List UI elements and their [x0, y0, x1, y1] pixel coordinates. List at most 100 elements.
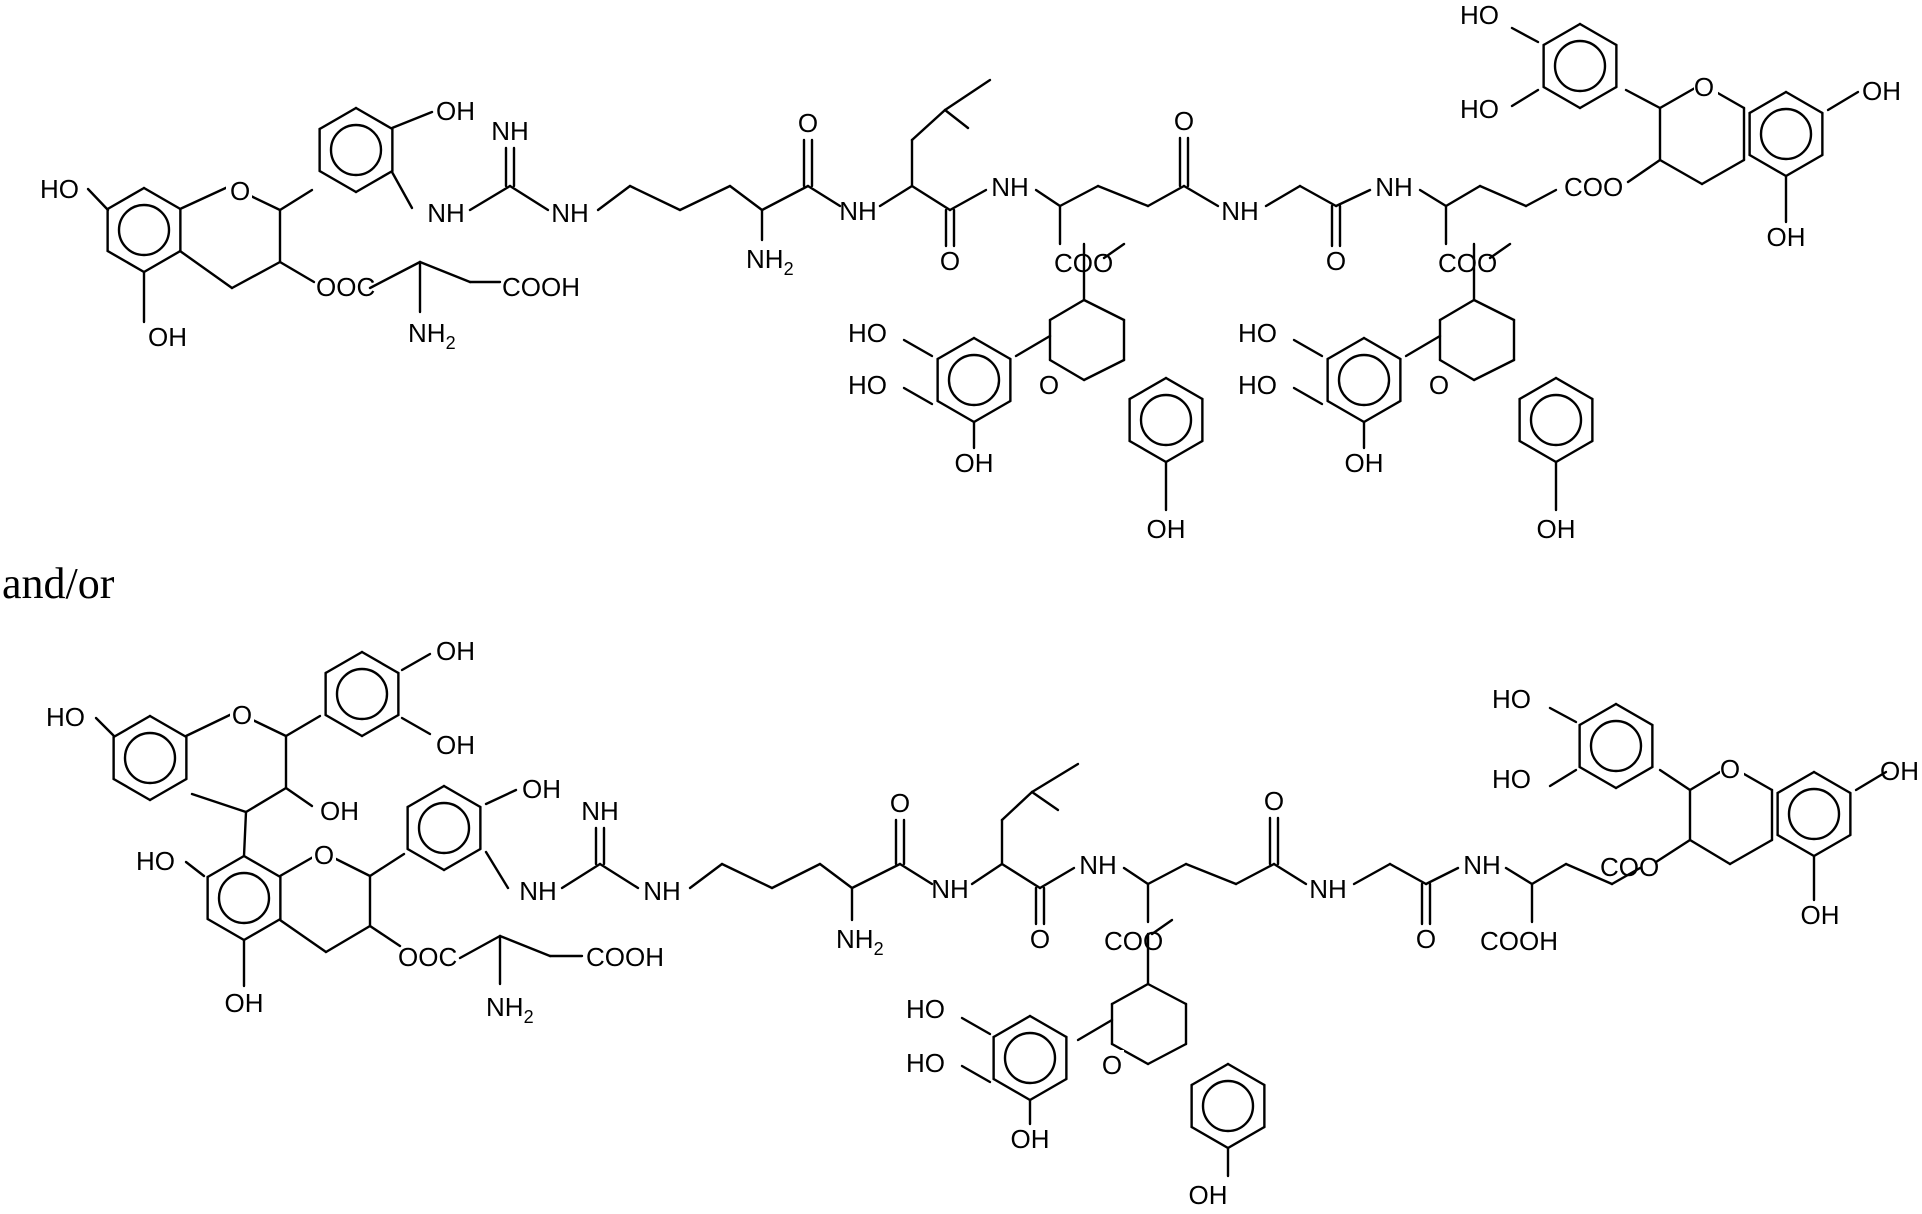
bond: [1524, 188, 1558, 208]
bond: [148, 777, 188, 802]
atom-label: HO: [136, 846, 175, 876]
bond: [324, 713, 364, 738]
bond: [960, 1064, 992, 1084]
aromatic-ring: [1589, 719, 1643, 773]
bond: [1510, 26, 1540, 44]
bond: [1610, 866, 1642, 886]
atom-label: O: [1264, 786, 1284, 816]
bond: [1812, 770, 1852, 795]
bond: [1184, 862, 1238, 886]
bond: [318, 169, 358, 194]
oxygen-gap: [226, 176, 252, 206]
bond: [1438, 298, 1476, 322]
bond: [1548, 706, 1578, 724]
bond: [418, 260, 472, 284]
bond: [1728, 838, 1774, 866]
bond: [368, 852, 406, 878]
atom-label: OH: [1862, 76, 1901, 106]
oxygen-gap: [1694, 72, 1718, 100]
aromatic-ring: [1337, 353, 1391, 407]
bond: [1146, 862, 1188, 886]
bond: [324, 924, 372, 954]
bond: [1548, 768, 1578, 788]
bond: [943, 78, 992, 112]
bond: [972, 399, 1012, 424]
bond: [1182, 184, 1220, 208]
atom-label: OH: [436, 730, 475, 760]
bond: [1776, 770, 1816, 795]
bond: [278, 188, 314, 212]
aromatic-ring: [417, 801, 471, 855]
bond: [1404, 334, 1442, 358]
bond: [324, 650, 364, 675]
aromatic-ring: [335, 667, 389, 721]
bond: [1028, 1014, 1068, 1039]
bond: [1048, 358, 1086, 382]
atom-label: HO: [848, 318, 887, 348]
bond: [1014, 334, 1052, 358]
bond: [1234, 862, 1276, 886]
atom-label: NH: [931, 874, 969, 904]
bond: [850, 862, 902, 890]
bond: [1700, 158, 1746, 186]
bond: [1146, 982, 1188, 1006]
bond: [1614, 765, 1654, 790]
bond: [1564, 862, 1614, 886]
aromatic-ring: [1201, 1079, 1255, 1133]
bond: [400, 652, 432, 672]
atom-label: O: [940, 246, 960, 276]
bond: [1190, 1062, 1230, 1087]
atom-label: OH: [436, 636, 475, 666]
bond: [1082, 298, 1126, 322]
bond: [1578, 22, 1618, 47]
bond: [468, 184, 512, 212]
bond: [484, 788, 518, 806]
bond: [1812, 833, 1852, 858]
bond: [1658, 158, 1704, 186]
atom-label: O: [314, 840, 334, 870]
bond: [1518, 376, 1558, 401]
atom-label: HO: [906, 1048, 945, 1078]
bond: [936, 399, 976, 424]
oxygen-gap: [1720, 754, 1744, 782]
bond: [360, 713, 400, 738]
oxygen-gap: [1100, 1050, 1124, 1078]
bond: [112, 714, 152, 739]
bond: [442, 784, 482, 809]
bond: [1658, 768, 1692, 792]
atom-label: NH: [1309, 874, 1347, 904]
bond: [400, 716, 432, 736]
bond: [898, 862, 934, 886]
bond: [1150, 918, 1174, 936]
bond: [1298, 184, 1338, 208]
bond: [1292, 338, 1324, 358]
bond: [354, 169, 394, 194]
atom-label: O: [1720, 754, 1740, 784]
bond: [806, 184, 842, 208]
bond: [458, 934, 502, 960]
bond: [1654, 838, 1692, 864]
aromatic-ring: [1003, 1031, 1057, 1085]
bond: [910, 184, 952, 212]
bond: [992, 1077, 1032, 1102]
bond: [1082, 358, 1126, 382]
subscript-2: 2: [524, 1007, 534, 1027]
atom-label: NH: [491, 116, 529, 146]
atom-label: O: [1429, 370, 1449, 400]
atom-label: HO: [1238, 370, 1277, 400]
bond: [1058, 184, 1100, 208]
atom-label: COO: [1564, 172, 1623, 202]
bond: [1438, 358, 1476, 382]
bond: [948, 188, 988, 212]
bond: [902, 386, 934, 406]
aromatic-ring: [123, 731, 177, 785]
bond: [360, 650, 400, 675]
amine-label: NH2: [486, 992, 534, 1027]
aromatic-ring: [1759, 107, 1813, 161]
bond: [560, 862, 602, 890]
bond: [1362, 399, 1402, 424]
bond: [628, 184, 682, 212]
atom-label: NH: [581, 796, 619, 826]
bond: [1578, 702, 1618, 727]
